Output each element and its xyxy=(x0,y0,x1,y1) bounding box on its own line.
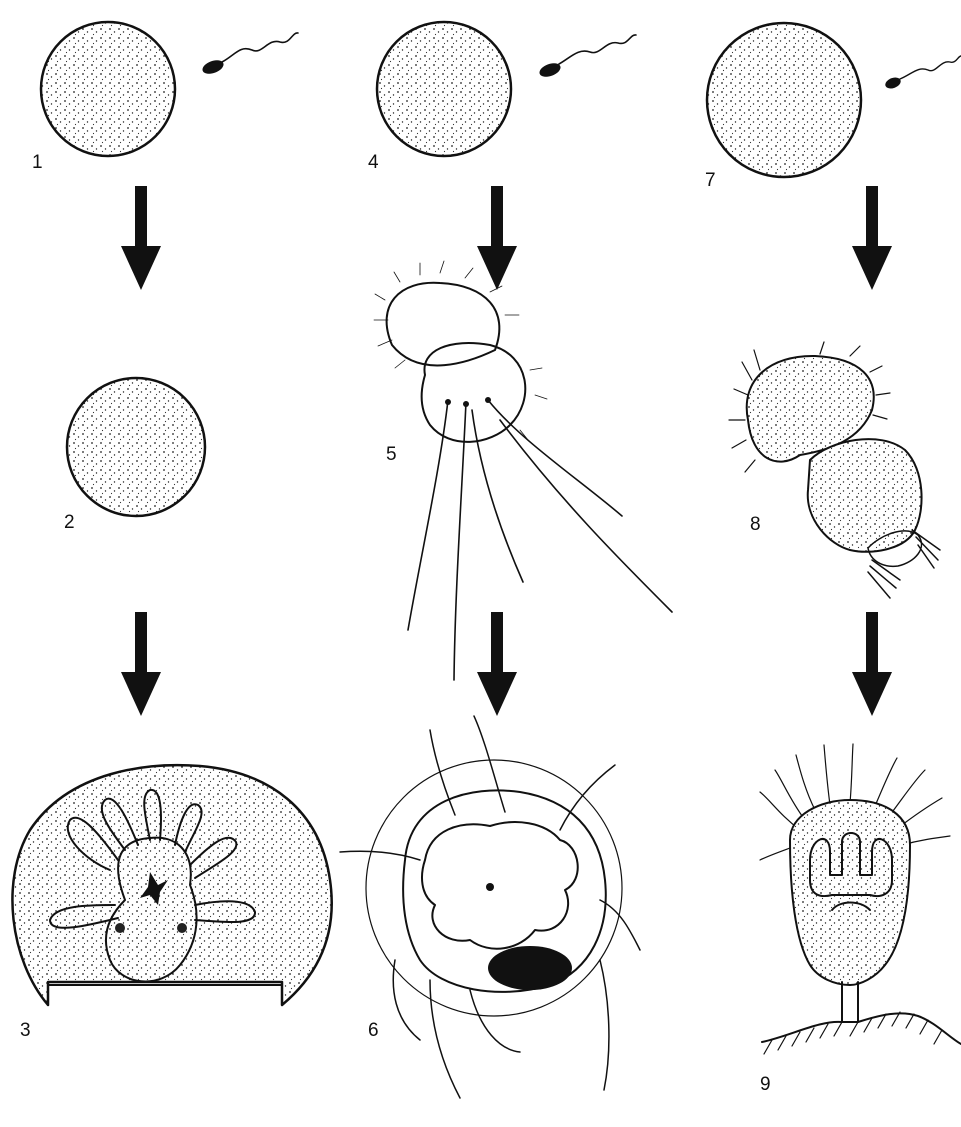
stage-5-larva xyxy=(374,261,672,680)
sperm-1-icon xyxy=(201,33,298,76)
sperm-7-icon xyxy=(884,56,961,90)
stage-6-polyp xyxy=(340,716,640,1098)
column-2: 4 5 xyxy=(340,22,672,1098)
egg-4 xyxy=(377,22,511,156)
stage-label-7: 7 xyxy=(705,170,716,191)
arrow-4-to-5 xyxy=(477,186,517,290)
arrow-5-to-6 xyxy=(477,612,517,716)
stage-label-8: 8 xyxy=(750,514,761,535)
arrow-7-to-8 xyxy=(852,186,892,290)
column-3: 7 8 9 xyxy=(705,23,961,1095)
egg-7 xyxy=(707,23,861,177)
arrow-1-to-2 xyxy=(121,186,161,290)
egg-1 xyxy=(41,22,175,156)
stage-9-polyp xyxy=(760,744,961,1054)
stage-label-5: 5 xyxy=(386,444,397,465)
stage-label-1: 1 xyxy=(32,152,43,173)
arrow-8-to-9 xyxy=(852,612,892,716)
stage-label-4: 4 xyxy=(368,152,379,173)
column-1: 1 2 3 xyxy=(12,22,331,1041)
egg-2 xyxy=(67,378,205,516)
stage-3-embryo xyxy=(12,765,331,1005)
stage-8-larva xyxy=(729,342,940,598)
stage-label-9: 9 xyxy=(760,1074,771,1095)
arrow-2-to-3 xyxy=(121,612,161,716)
stage-label-6: 6 xyxy=(368,1020,379,1041)
stage-label-3: 3 xyxy=(20,1020,31,1041)
sperm-4-icon xyxy=(538,35,636,79)
stage-label-2: 2 xyxy=(64,512,75,533)
